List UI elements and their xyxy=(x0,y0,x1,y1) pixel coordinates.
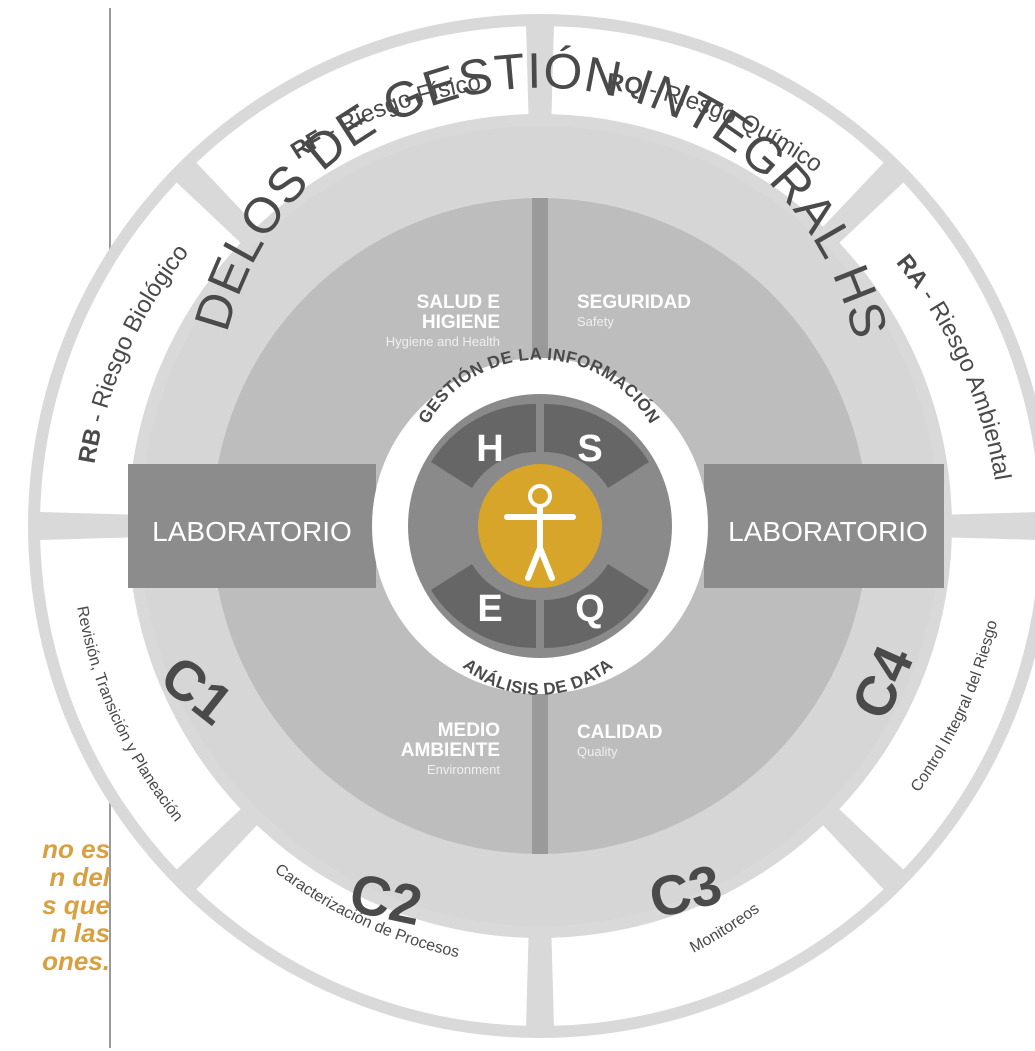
seg-rb xyxy=(40,182,241,515)
laboratorio-left-label: LABORATORIO xyxy=(152,516,352,547)
salud-sub: Hygiene and Health xyxy=(386,334,500,349)
laboratorio-left-band xyxy=(128,464,376,588)
side-caption-line-4: n las xyxy=(50,918,110,948)
quadrant-seguridad: SEGURIDAD Safety xyxy=(577,292,691,329)
segment-h xyxy=(431,403,536,488)
letter-e: E xyxy=(477,588,502,630)
calidad-sub: Quality xyxy=(577,744,618,759)
medio-sub: Environment xyxy=(427,762,500,777)
side-caption-line-5: ones. xyxy=(42,946,110,976)
salud-line-1: SALUD E xyxy=(417,292,500,313)
c2-code: C2 xyxy=(344,861,427,938)
salud-line-2: HIGIENE xyxy=(422,312,500,333)
laboratorio-right-label: LABORATORIO xyxy=(728,516,928,547)
seguridad-line-1: SEGURIDAD xyxy=(577,292,691,313)
letter-h: H xyxy=(476,428,503,470)
seg-c2 xyxy=(196,825,529,1026)
quadrant-medio: MEDIO AMBIENTE Environment xyxy=(401,720,501,777)
medio-line-1: MEDIO xyxy=(438,720,500,741)
side-caption-line-1: no es xyxy=(42,834,110,864)
side-caption-line-3: s que xyxy=(42,890,110,920)
segment-s xyxy=(544,403,649,488)
laboratorio-right-band xyxy=(704,464,944,588)
seg-ra xyxy=(839,182,1035,515)
seg-c4 xyxy=(839,537,1035,870)
seg-c1 xyxy=(40,537,241,870)
seg-rf xyxy=(196,26,529,227)
calidad-line-1: CALIDAD xyxy=(577,722,663,743)
quadrant-salud: SALUD E HIGIENE Hygiene and Health xyxy=(386,292,500,349)
person-icon xyxy=(504,484,576,581)
seguridad-sub: Safety xyxy=(577,314,614,329)
segment-q xyxy=(544,564,649,649)
side-caption: no es n del s que n las ones. xyxy=(0,835,110,975)
rq-code: RQ xyxy=(605,68,645,101)
letter-s: S xyxy=(577,428,602,470)
seg-rq xyxy=(551,26,884,227)
seg-c3 xyxy=(551,825,884,1026)
quadrant-calidad: CALIDAD Quality xyxy=(577,722,663,759)
segment-e xyxy=(431,564,536,649)
medio-line-2: AMBIENTE xyxy=(401,740,500,761)
letter-q: Q xyxy=(575,588,605,630)
side-caption-line-2: n del xyxy=(49,862,110,892)
outer-segments xyxy=(40,26,1035,1026)
